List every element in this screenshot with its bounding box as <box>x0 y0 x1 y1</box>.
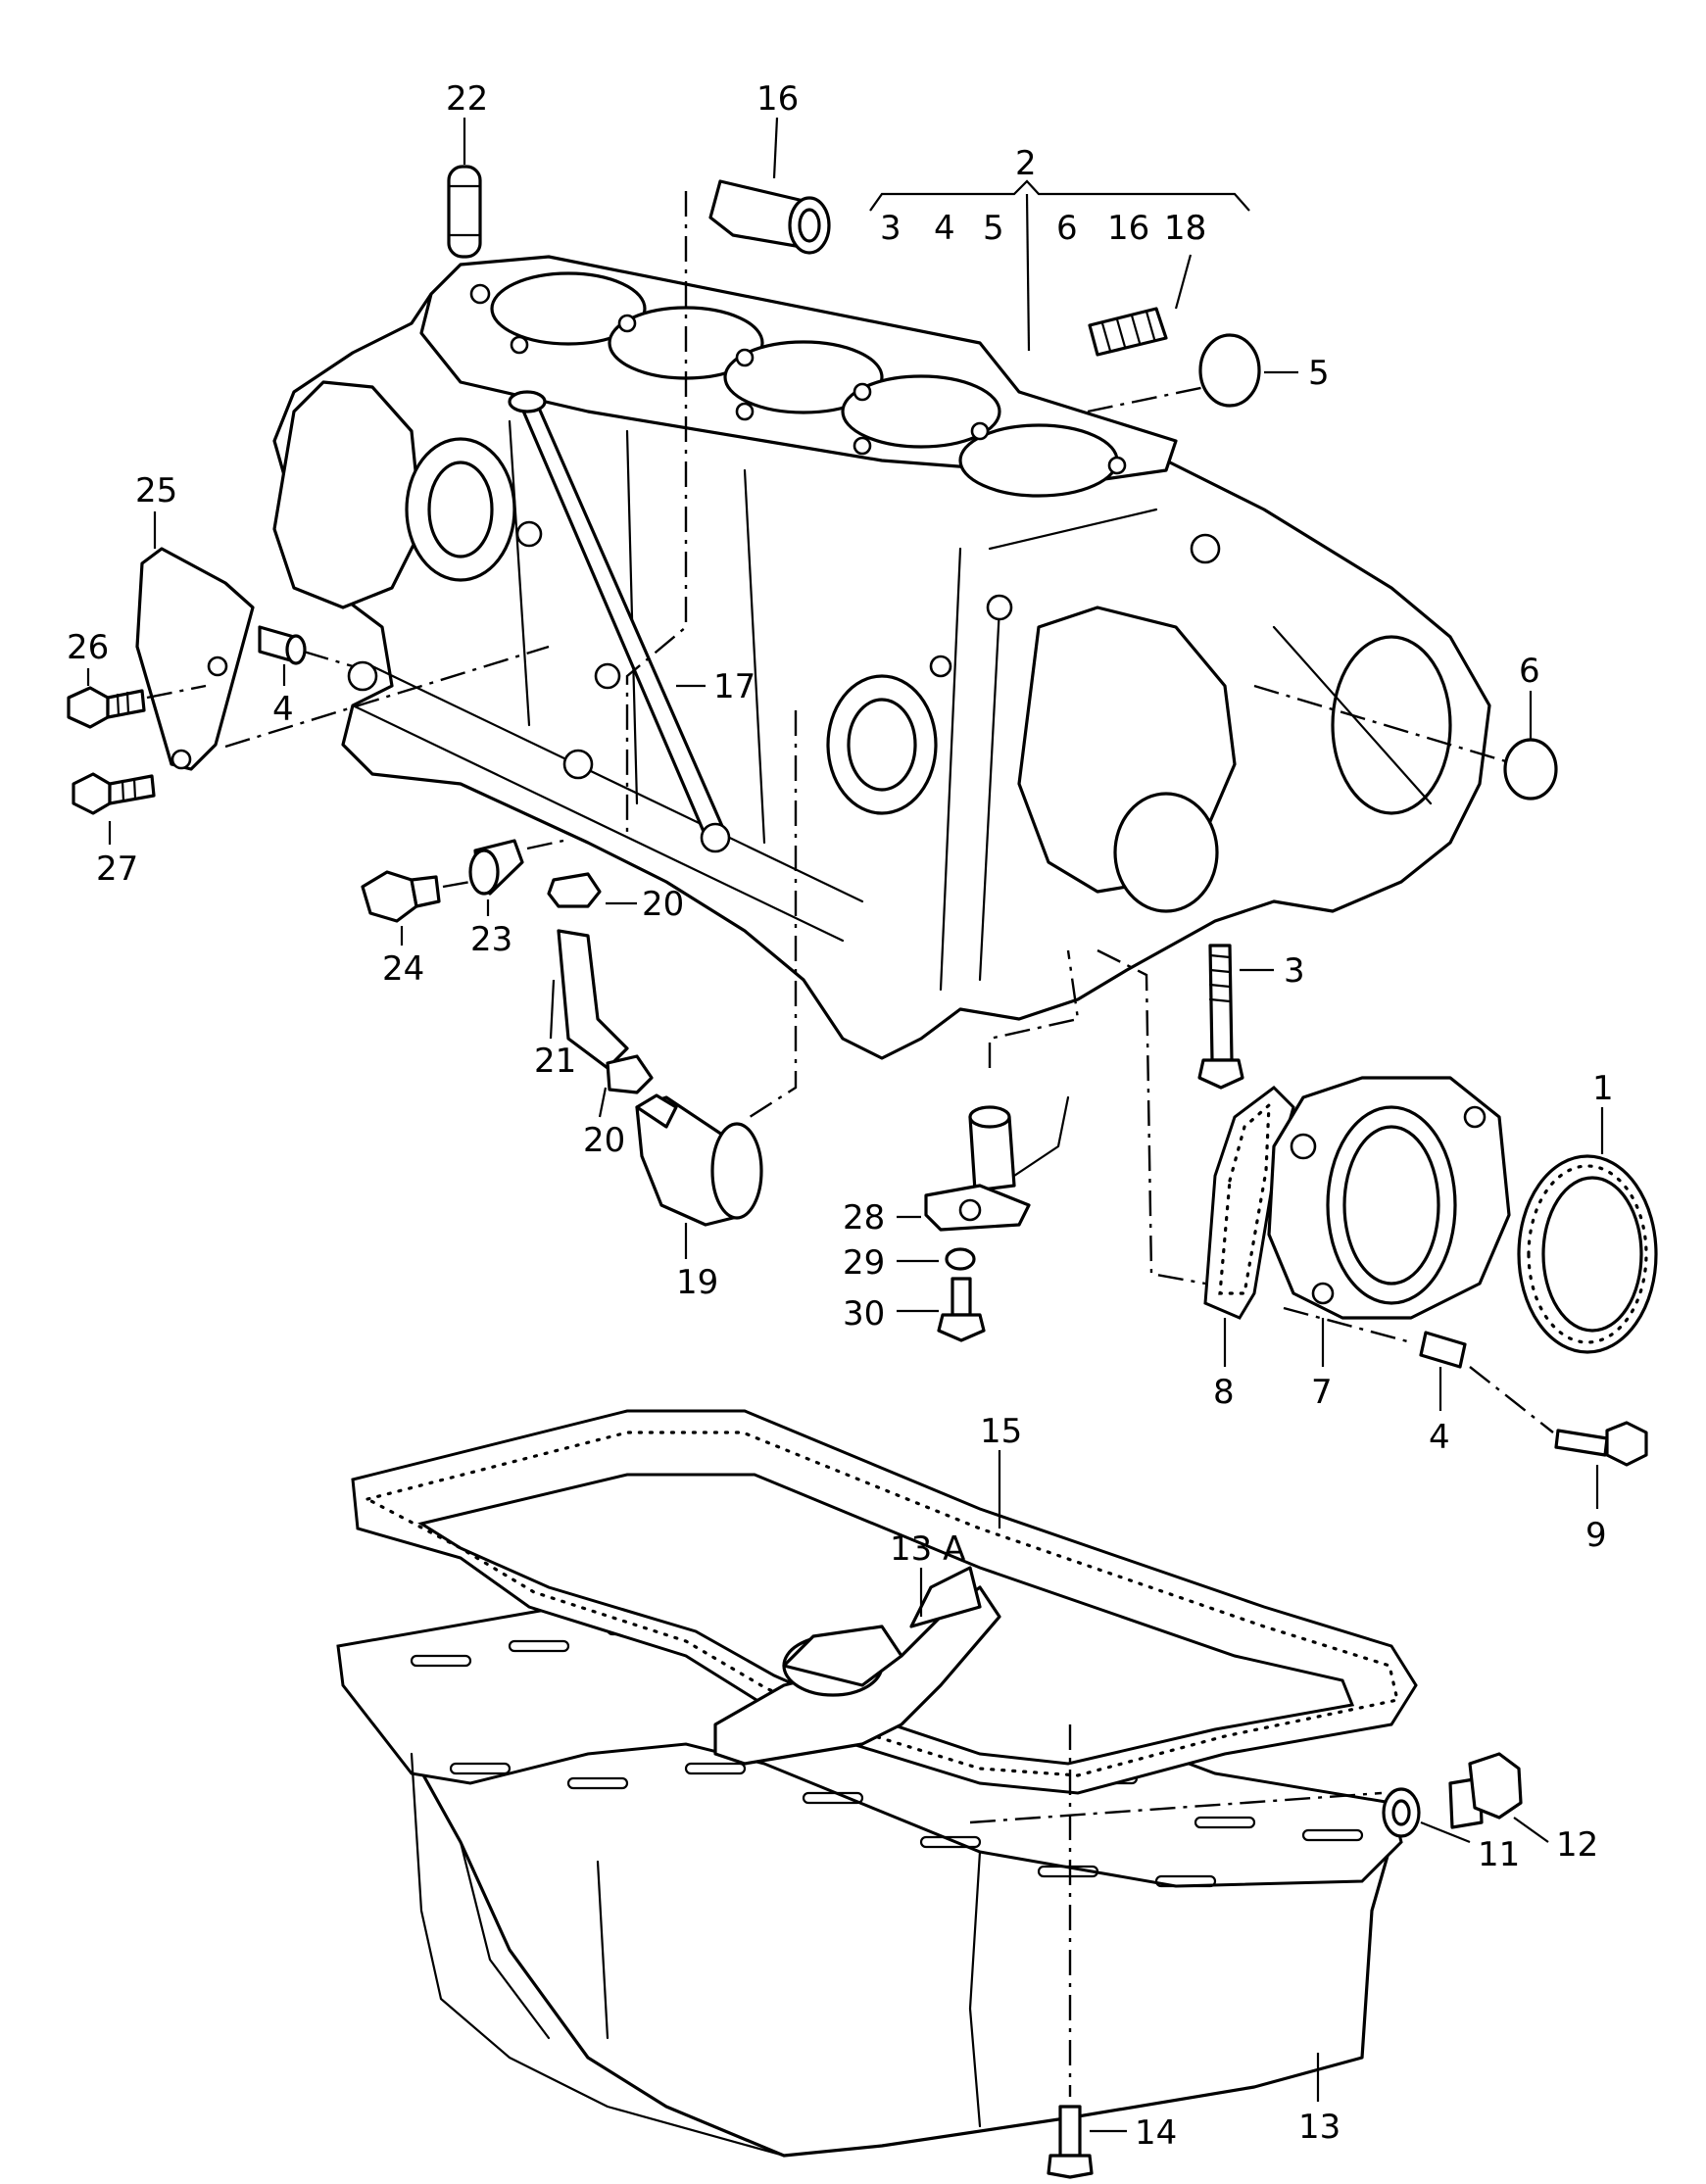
callout-7: 7 <box>1311 1373 1333 1412</box>
callout-21: 21 <box>534 1042 576 1081</box>
callout-8: 8 <box>1213 1373 1235 1412</box>
callout-6: 6 <box>1519 652 1540 691</box>
engine-block <box>272 255 1491 1060</box>
callout-26: 26 <box>67 628 109 667</box>
cylinder-bores <box>490 271 1119 498</box>
callout-2-sub-16: 16 <box>1107 209 1149 248</box>
callout-4-left: 4 <box>272 690 294 729</box>
part-3-bolt <box>1197 944 1274 1090</box>
part-24-pressure-switch <box>361 870 471 946</box>
part-6-sealing-plug <box>1253 684 1558 801</box>
callout-27: 27 <box>96 849 138 889</box>
part-8-seal-gasket <box>1097 948 1295 1367</box>
callout-3: 3 <box>1284 951 1305 991</box>
callout-2-sub-5: 5 <box>983 209 1004 248</box>
callout-4-right: 4 <box>1429 1418 1450 1457</box>
part-14-bolt <box>1047 1724 1127 2179</box>
callout-2: 2 <box>1015 144 1037 183</box>
leader-2 <box>1025 193 1031 352</box>
callout-15: 15 <box>980 1412 1022 1451</box>
callout-29: 29 <box>843 1243 885 1283</box>
callout-22: 22 <box>446 79 488 119</box>
part-20-hose-clamp-lower <box>598 1054 654 1118</box>
part-4-dowel-left <box>258 625 354 686</box>
callout-28: 28 <box>843 1198 885 1238</box>
callout-24: 24 <box>382 949 424 989</box>
part-20-hose-clamp-upper <box>547 872 637 908</box>
callout-30: 30 <box>843 1294 885 1334</box>
callout-20-upper: 20 <box>642 885 684 924</box>
part-22-dowel-sleeve <box>447 118 482 259</box>
pickup-mount-line <box>969 1791 1383 1824</box>
part-11-washer <box>1382 1787 1471 1844</box>
part-23-switch <box>468 839 564 916</box>
leader-17 <box>625 191 706 833</box>
callout-25: 25 <box>135 471 177 510</box>
part-27-bolt <box>72 772 156 845</box>
head-bolt-holes <box>469 283 1127 475</box>
callout-11: 11 <box>1478 1835 1520 1874</box>
callout-2-sub-18: 18 <box>1164 209 1206 248</box>
callout-2-sub-3: 3 <box>880 209 902 248</box>
callout-13a: 13 A <box>890 1529 965 1569</box>
callout-2-sub-6: 6 <box>1056 209 1078 248</box>
callout-5: 5 <box>1308 354 1330 393</box>
callout-23: 23 <box>470 920 512 959</box>
part-4-dowel-right <box>1283 1306 1467 1411</box>
callout-18: 18 <box>1164 209 1206 248</box>
callout-9: 9 <box>1585 1516 1607 1555</box>
group-bracket-2 <box>869 179 1250 212</box>
part-25-cover-plate <box>135 511 550 771</box>
part-1-oil-seal <box>1517 1107 1658 1354</box>
part-5-sealing-plug <box>1087 333 1298 413</box>
part-19-adapter <box>635 710 798 1259</box>
part-29-washer <box>897 1247 976 1271</box>
callout-20-lower: 20 <box>583 1121 625 1160</box>
callout-14: 14 <box>1135 2113 1177 2153</box>
part-7-seal-flange <box>1267 1076 1511 1367</box>
callout-12: 12 <box>1556 1825 1598 1865</box>
callout-13: 13 <box>1298 2108 1340 2147</box>
part-12-drain-plug <box>1448 1752 1549 1843</box>
part-18-threaded-stud <box>1088 254 1193 357</box>
callout-2-sub-4: 4 <box>934 209 955 248</box>
part-21-hose <box>549 929 629 1070</box>
callout-17: 17 <box>713 667 756 706</box>
callout-16: 16 <box>756 79 799 119</box>
part-16-sleeve <box>708 117 831 255</box>
callout-1: 1 <box>1592 1069 1614 1108</box>
callout-labels: 1 2 3 4 5 6 16 18 3 4 4 5 6 7 8 9 11 12 … <box>67 79 1614 2153</box>
part-15-sump-gasket <box>351 1409 1418 1795</box>
part-9-bolt <box>1469 1366 1648 1509</box>
part-26-bolt <box>67 668 207 729</box>
callout-19: 19 <box>676 1263 718 1302</box>
part-28-spray-jet <box>897 949 1080 1232</box>
part-13a-oil-pickup <box>713 1566 1001 1766</box>
part-30-bolt <box>897 1277 986 1342</box>
